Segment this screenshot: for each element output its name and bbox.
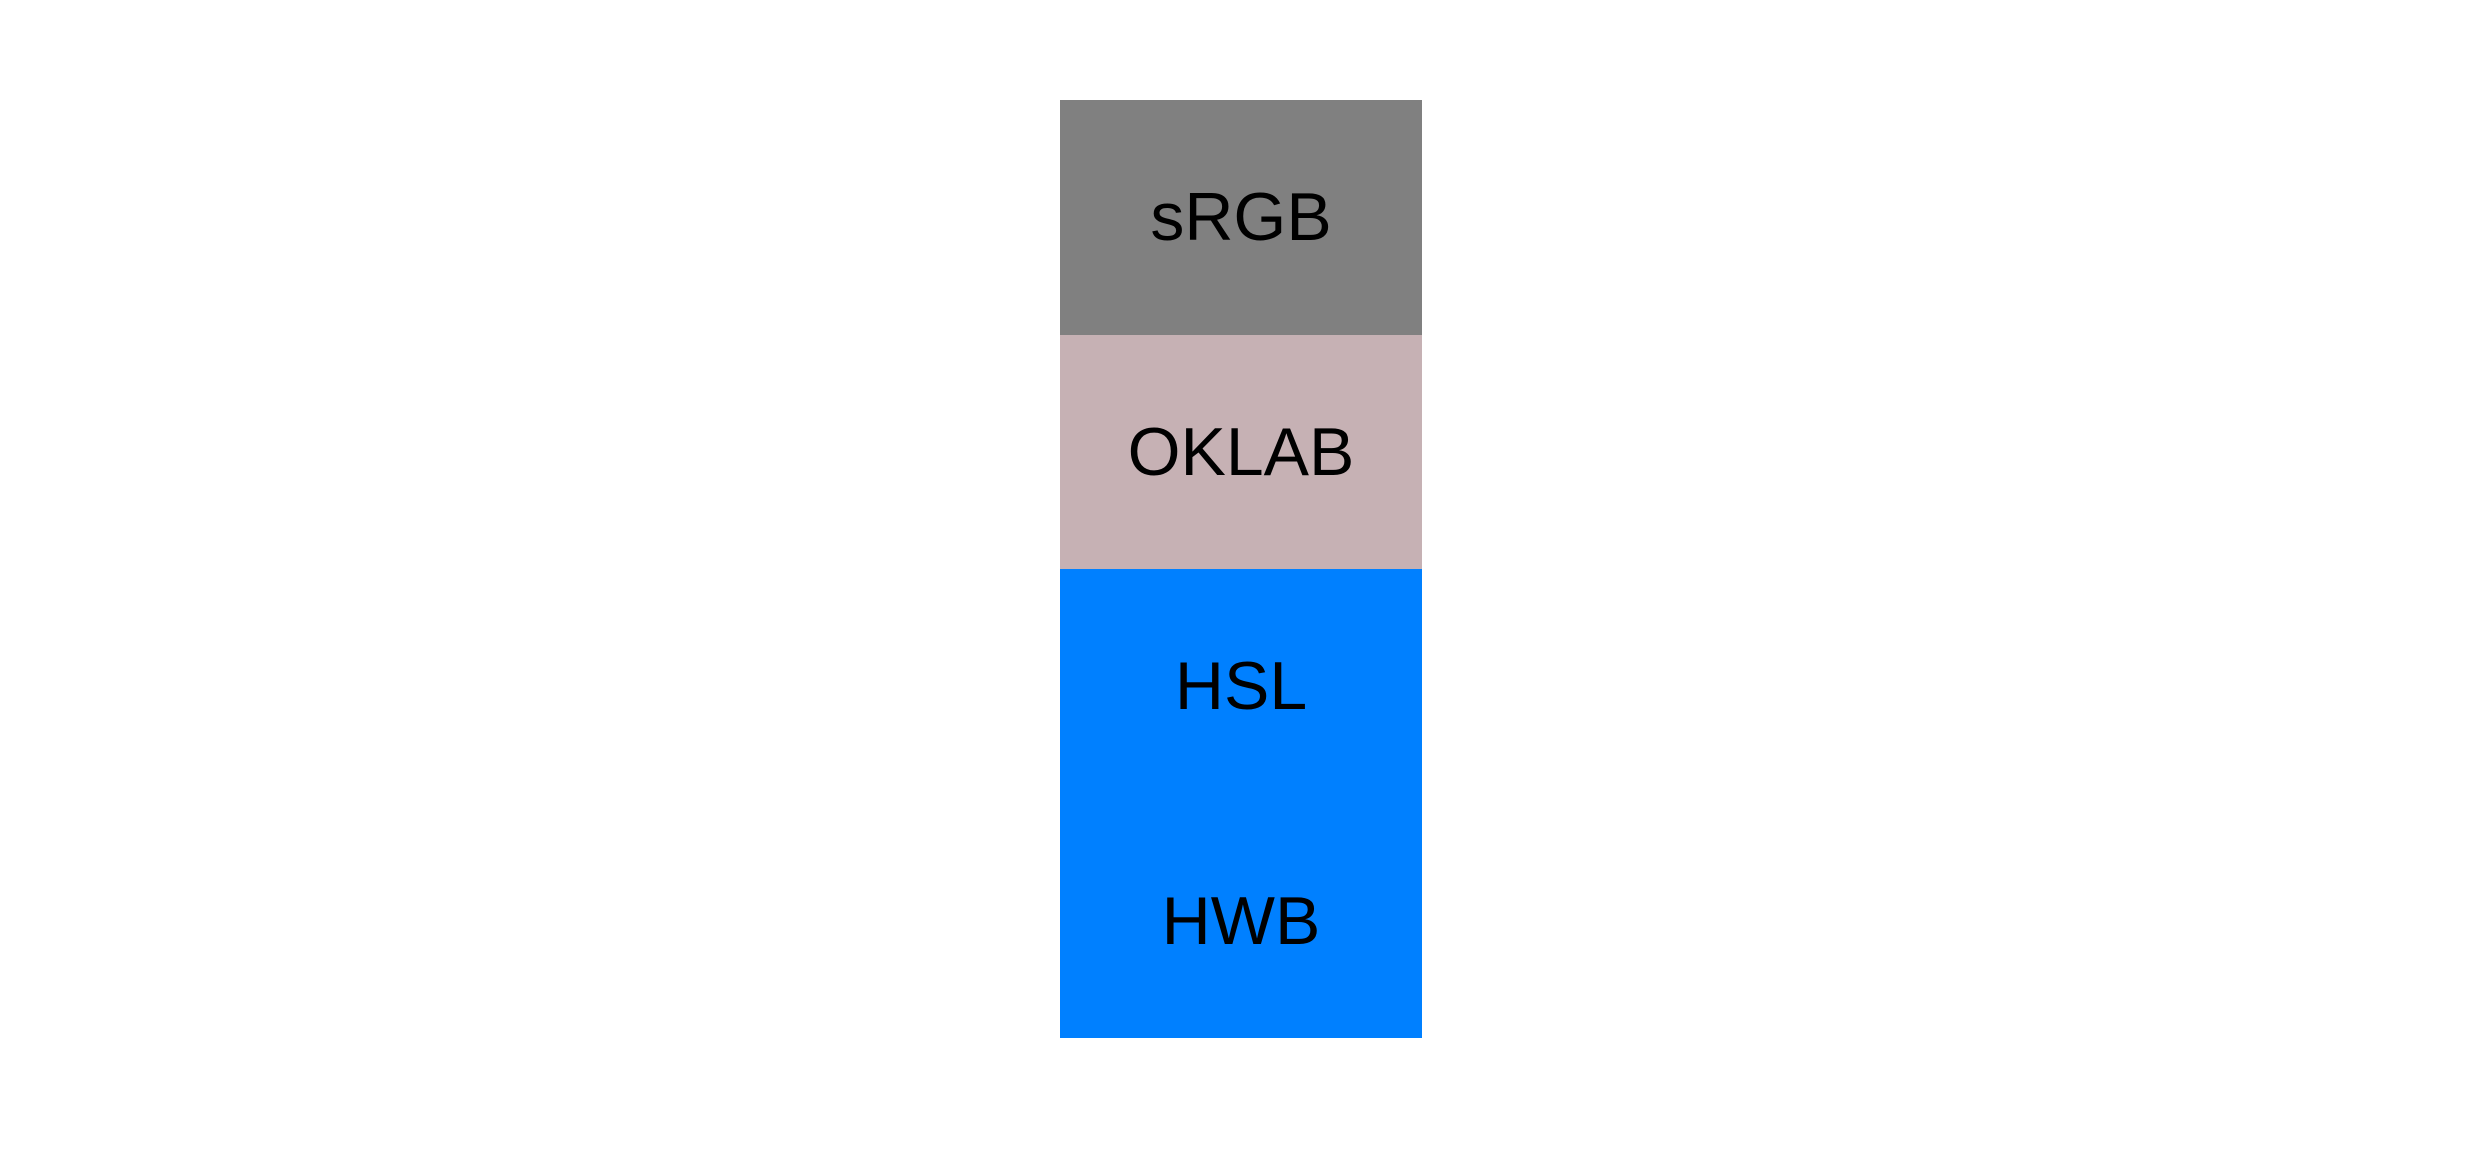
color-space-swatch-stack: sRGB OKLAB HSL HWB: [1060, 100, 1422, 1038]
swatch-label-hwb: HWB: [1161, 882, 1321, 959]
swatch-oklab[interactable]: OKLAB: [1060, 334, 1422, 569]
swatch-srgb[interactable]: sRGB: [1060, 100, 1422, 335]
swatch-hsl[interactable]: HSL: [1060, 569, 1422, 804]
swatch-label-hsl: HSL: [1174, 648, 1308, 725]
swatch-label-oklab: OKLAB: [1127, 413, 1355, 490]
swatch-label-srgb: sRGB: [1150, 179, 1332, 256]
swatch-hwb[interactable]: HWB: [1060, 803, 1422, 1038]
